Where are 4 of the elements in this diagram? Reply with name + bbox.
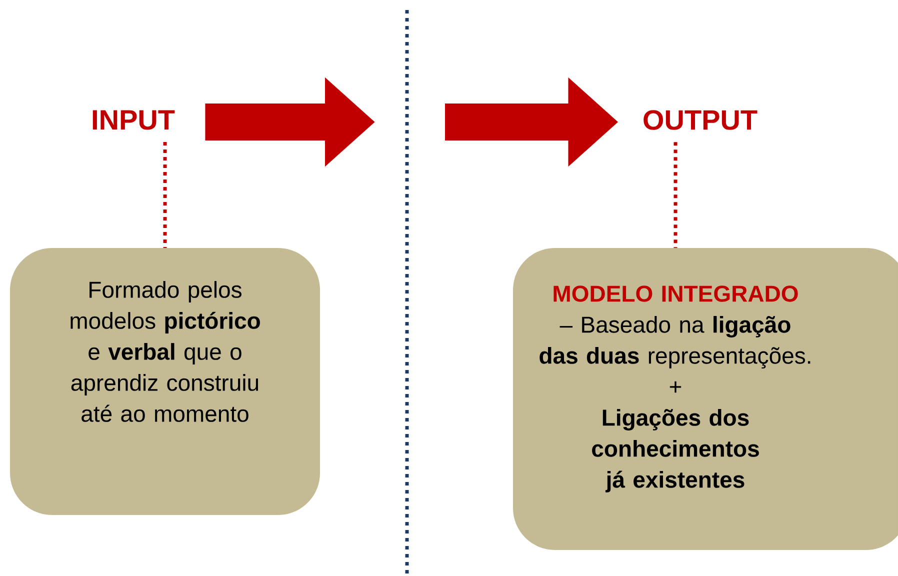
heading: INPUT [92, 110, 175, 130]
heading: OUTPUT [644, 110, 758, 130]
text-box: MODELO INTEGRADO – Baseado na ligação das duas representações. + Ligações dos conhecimentos já existentes [513, 248, 898, 550]
text-box: Formado pelos modelos pictórico e verbal que o aprendiz construiu até ao momento [10, 248, 320, 515]
